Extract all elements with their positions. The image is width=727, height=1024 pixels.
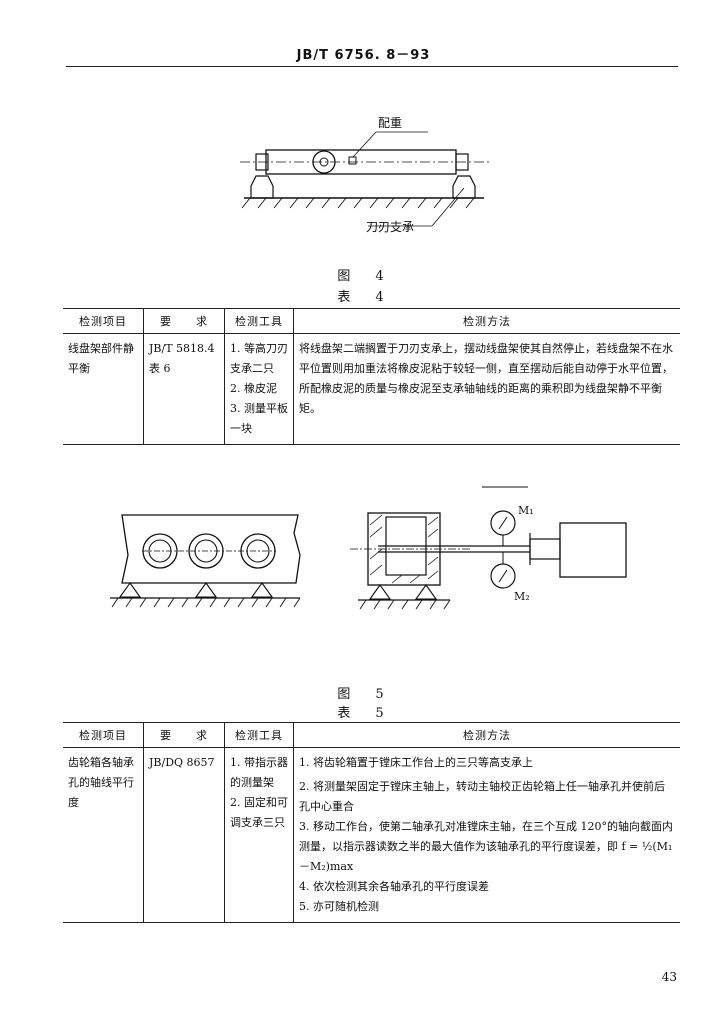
table-5-method-step-3: 3. 移动工作台，使第二轴承孔对准镗床主轴，在三个互成 120°的轴向截面内测量… (299, 820, 673, 873)
table-5: 检测项目 要 求 检测工具 检测方法 齿轮箱各轴承孔的轴线平行度 JB/DQ 8… (63, 722, 680, 923)
table-5-item: 齿轮箱各轴承孔的轴线平行度 (68, 756, 134, 809)
table-5-caption: 表 5 (337, 706, 390, 721)
table-4-caption: 表 4 (337, 290, 390, 305)
figure-5-drawing (110, 486, 627, 610)
table-5-requirement: JB/DQ 8657 (143, 747, 225, 923)
label-counterweight: 配重 (378, 116, 403, 130)
table-4-header-requirement: 要 求 (143, 308, 225, 334)
table-4-header-row: 检测项目 要 求 检测工具 检测方法 (63, 308, 680, 334)
table-5-header-row: 检测项目 要 求 检测工具 检测方法 (63, 722, 680, 748)
table-5-method: 1. 将齿轮箱置于镗床工作台上的三只等高支承上 2. 将测量架固定于镗床主轴上，… (293, 747, 680, 923)
figure-4-drawing (240, 131, 492, 227)
table-4-header-tools: 检测工具 (224, 308, 294, 334)
table-4: 检测项目 要 求 检测工具 检测方法 线盘架部件静平衡 JB/T 5818.4 … (63, 308, 680, 445)
table-5-header-requirement: 要 求 (143, 722, 225, 748)
table-5-method-step-4: 4. 依次检测其余各轴承孔的平行度误差 (299, 880, 489, 893)
table-4-row: 线盘架部件静平衡 JB/T 5818.4 表 6 1. 等高刀刃支承二只 2. … (63, 333, 680, 445)
table-4-header-item: 检测项目 (63, 308, 144, 334)
standard-code-header: JB/T 6756. 8－93 (296, 48, 431, 63)
table-5-header-tools: 检测工具 (224, 722, 294, 748)
label-m1: M₁ (518, 504, 534, 517)
table-4-method: 将线盘架二端搁置于刀刃支承上，摆动线盘架使其自然停止，若线盘架不在水平位置则用加… (293, 333, 680, 445)
figure-5-caption: 图 5 (337, 687, 390, 702)
table-5-row: 齿轮箱各轴承孔的轴线平行度 JB/DQ 8657 1. 带指示器的测量架 2. … (63, 747, 680, 923)
table-4-tools: 1. 等高刀刃支承二只 2. 橡皮泥 3. 测量平板一块 (224, 333, 294, 445)
header-rule (66, 66, 678, 67)
table-5-method-step-2: 2. 将测量架固定于镗床主轴上，转动主轴校正齿轮箱上任一轴承孔并使前后孔中心重合 (299, 780, 665, 813)
table-5-header-item: 检测项目 (63, 722, 144, 748)
table-4-header-method: 检测方法 (293, 308, 680, 334)
table-5-method-step-1: 1. 将齿轮箱置于镗床工作台上的三只等高支承上 (299, 756, 533, 769)
figure-4-caption: 图 4 (337, 269, 390, 284)
page-number: 43 (661, 970, 677, 984)
table-5-tools: 1. 带指示器的测量架 2. 固定和可调支承三只 (224, 747, 294, 923)
label-m2: M₂ (514, 590, 530, 603)
table-5-header-method: 检测方法 (293, 722, 680, 748)
table-5-method-step-5: 5. 亦可随机检测 (299, 900, 379, 913)
label-knife-support: 刀刃支承 (366, 220, 415, 234)
table-4-item: 线盘架部件静平衡 (68, 342, 134, 375)
table-4-requirement: JB/T 5818.4 表 6 (143, 333, 225, 445)
